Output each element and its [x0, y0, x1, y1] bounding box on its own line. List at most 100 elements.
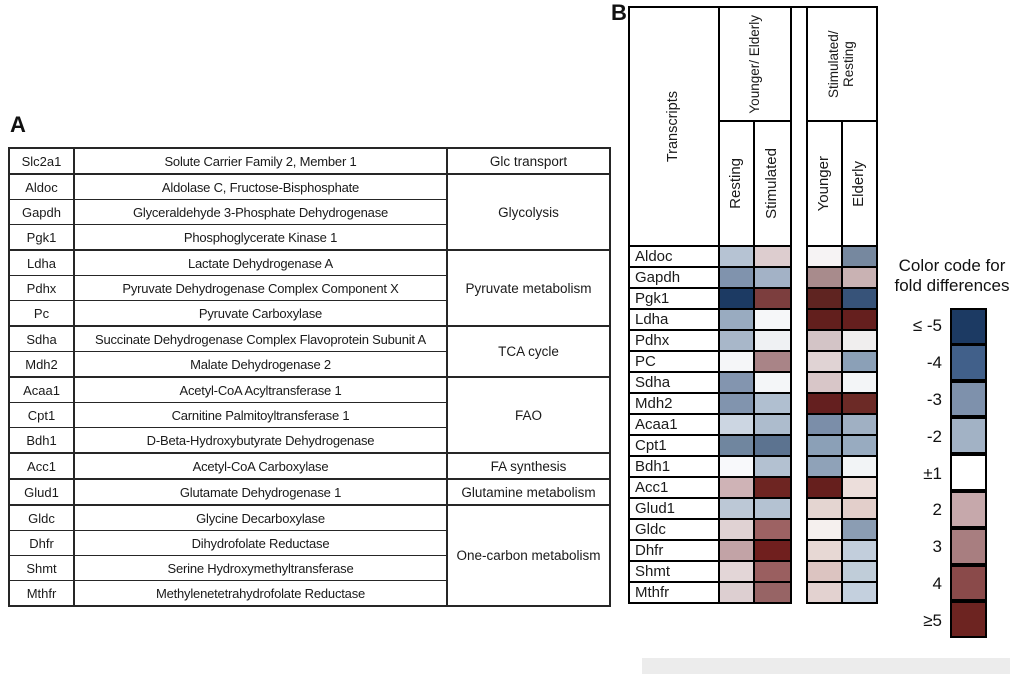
heatmap-cell: [718, 245, 755, 268]
heatmap-cell: [718, 476, 755, 499]
legend-label: 2: [932, 500, 942, 520]
transcript-label: Mthfr: [628, 581, 720, 604]
heatmap-cell: [753, 413, 792, 436]
gene-name-cell: Malate Dehydrogenase 2: [73, 351, 448, 378]
legend-swatch: [950, 527, 987, 565]
gene-name-cell: Glycine Decarboxylase: [73, 504, 448, 531]
gene-name-cell: Lactate Dehydrogenase A: [73, 249, 448, 276]
heatmap-cell: [718, 518, 755, 541]
heatmap-cell: [753, 560, 792, 583]
heatmap-cell: [753, 518, 792, 541]
transcript-label: Cpt1: [628, 434, 720, 457]
gene-symbol-cell: Aldoc: [8, 173, 75, 200]
gene-name-cell: D-Beta-Hydroxybutyrate Dehydrogenase: [73, 427, 448, 454]
gene-name-cell: Glutamate Dehydrogenase 1: [73, 478, 448, 506]
transcript-label: Pdhx: [628, 329, 720, 352]
heatmap-cell: [753, 287, 792, 310]
gene-name-cell: Glyceraldehyde 3-Phosphate Dehydrogenase: [73, 199, 448, 225]
heatmap-cell: [753, 497, 792, 520]
transcript-label: Aldoc: [628, 245, 720, 268]
heatmap-cell: [841, 434, 878, 457]
gene-symbol-cell: Pdhx: [8, 275, 75, 301]
legend-row: ±1: [892, 454, 987, 492]
heatmap-row: Cpt1: [628, 434, 878, 457]
group-header-stimulated-resting: Stimulated/ Resting: [806, 6, 878, 122]
heatmap-cell: [753, 329, 792, 352]
heatmap-cell: [718, 455, 755, 478]
heatmap-cell: [806, 497, 843, 520]
transcript-label: Mdh2: [628, 392, 720, 415]
gene-name-cell: Pyruvate Dehydrogenase Complex Component…: [73, 275, 448, 301]
gene-symbol-cell: Mthfr: [8, 580, 75, 607]
heatmap-cell: [806, 329, 843, 352]
heatmap-row: Mdh2: [628, 392, 878, 415]
heatmap-cell: [753, 581, 792, 604]
heatmap-cell: [753, 371, 792, 394]
heatmap-cell: [718, 392, 755, 415]
transcript-label: Acc1: [628, 476, 720, 499]
gene-symbol-cell: Sdha: [8, 325, 75, 352]
column-header-younger-label: Younger: [815, 155, 833, 212]
pathway-cell: TCA cycle: [446, 325, 611, 378]
heatmap-cell: [841, 329, 878, 352]
heatmap-cell: [718, 497, 755, 520]
gene-symbol-cell: Pgk1: [8, 224, 75, 251]
gene-symbol-cell: Bdh1: [8, 427, 75, 454]
pathway-cell: Glc transport: [446, 147, 611, 175]
transcripts-header: Transcripts: [628, 6, 720, 247]
legend-row: 4: [892, 564, 987, 603]
heatmap-cell: [753, 266, 792, 289]
heatmap-cell: [753, 476, 792, 499]
heatmap-cell: [806, 581, 843, 604]
heatmap-row: Pgk1: [628, 287, 878, 310]
heatmap-cell: [841, 539, 878, 562]
column-header-stimulated: Stimulated: [753, 120, 792, 247]
legend-label: ≥5: [923, 610, 942, 630]
legend-label: 4: [932, 573, 942, 593]
transcript-label: Sdha: [628, 371, 720, 394]
gene-name-cell: Pyruvate Carboxylase: [73, 300, 448, 327]
heatmap-row: Bdh1: [628, 455, 878, 478]
transcript-label: Gapdh: [628, 266, 720, 289]
heatmap-cell: [753, 539, 792, 562]
transcript-label: Bdh1: [628, 455, 720, 478]
pathway-cell: Pyruvate metabolism: [446, 249, 611, 327]
pathway-cell: FAO: [446, 376, 611, 454]
legend-row: ≥5: [892, 601, 987, 639]
heatmap-cell: [718, 434, 755, 457]
gene-symbol-cell: Gapdh: [8, 199, 75, 225]
transcript-label: Pgk1: [628, 287, 720, 310]
heatmap-cell: [841, 308, 878, 331]
legend-label: -3: [926, 389, 942, 409]
legend-label: 3: [932, 537, 942, 557]
heatmap-cell: [806, 434, 843, 457]
gene-symbol-cell: Cpt1: [8, 402, 75, 428]
transcript-label: PC: [628, 350, 720, 373]
heatmap-cell: [841, 560, 878, 583]
legend-swatch: [950, 601, 987, 639]
transcript-label: Glud1: [628, 497, 720, 520]
legend-label: -4: [926, 353, 942, 373]
heatmap-cell: [806, 371, 843, 394]
heatmap-cell: [806, 392, 843, 415]
heatmap-cell: [718, 413, 755, 436]
heatmap-cell: [841, 266, 878, 289]
heatmap-cell: [806, 476, 843, 499]
transcript-label: Gldc: [628, 518, 720, 541]
heatmap-cell: [753, 245, 792, 268]
heatmap-row: Shmt: [628, 560, 878, 583]
heatmap-cell: [806, 455, 843, 478]
heatmap-row: Dhfr: [628, 539, 878, 562]
